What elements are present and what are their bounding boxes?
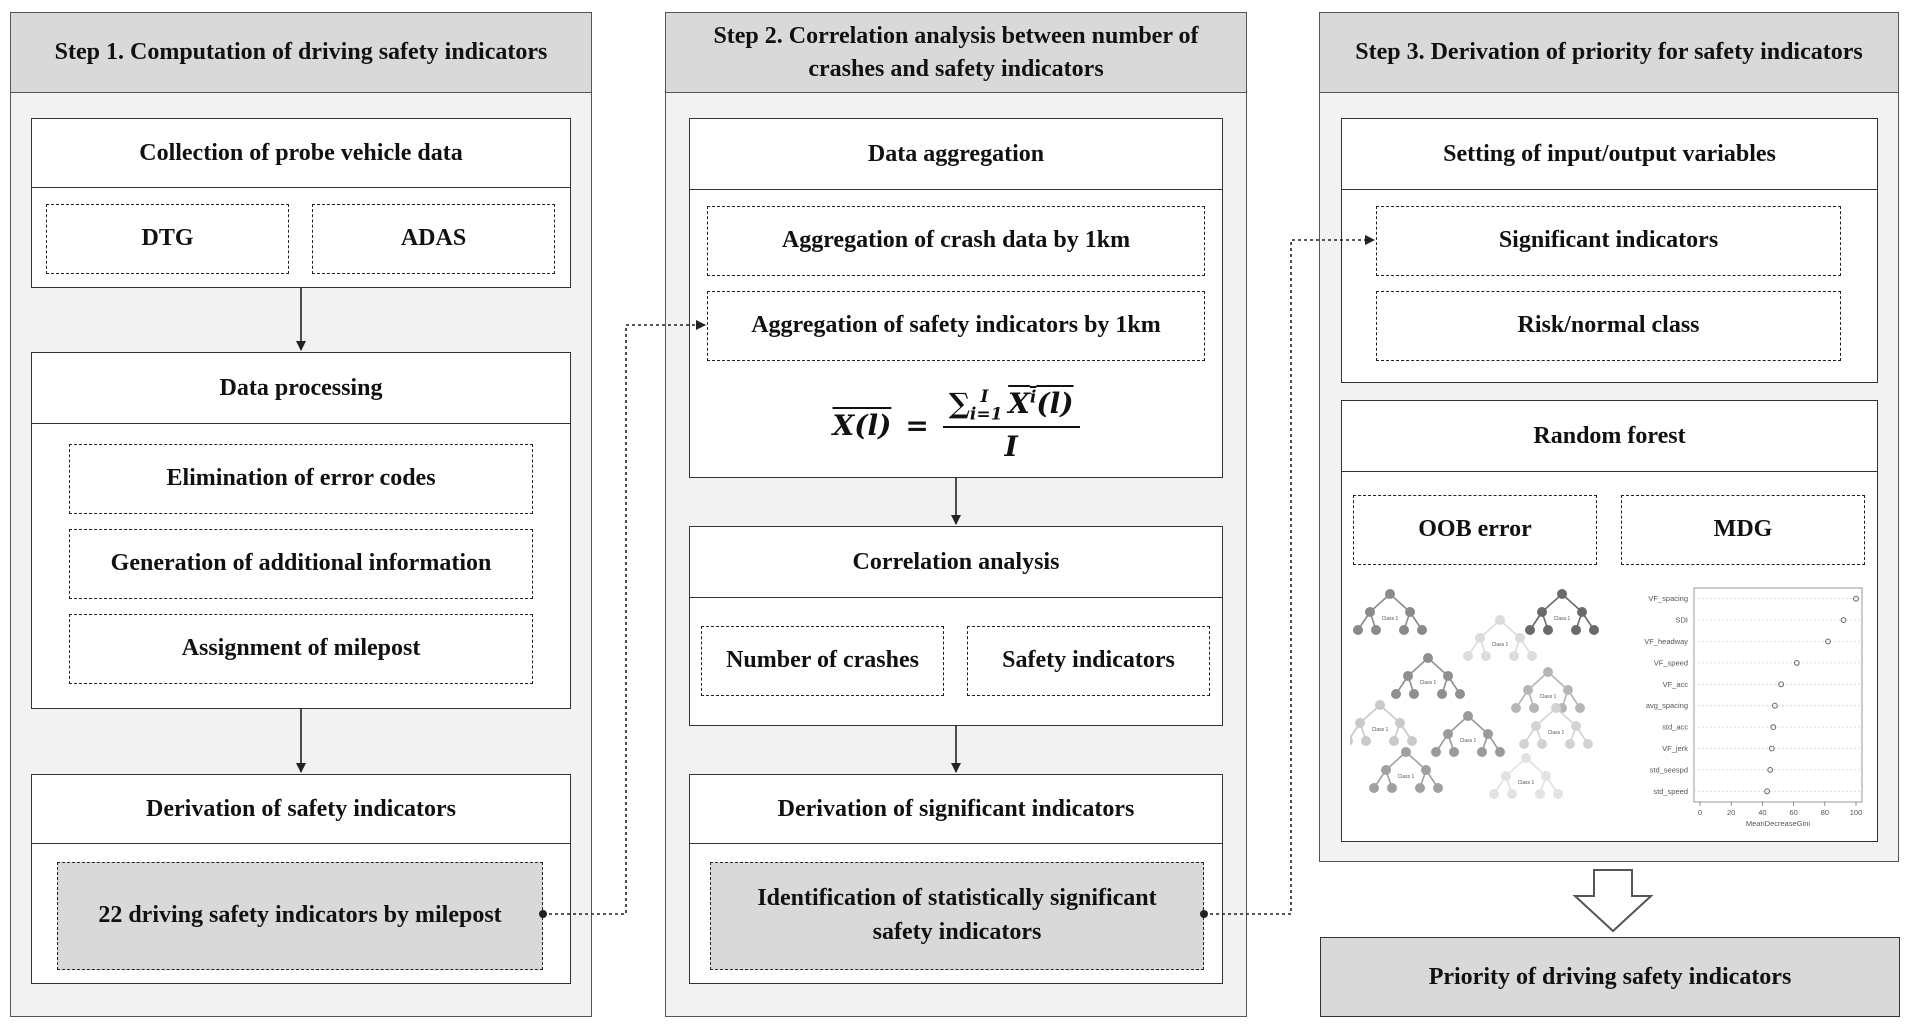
significant-title: Derivation of significant indicators xyxy=(690,775,1222,844)
formula-sum: ∑ xyxy=(948,386,970,420)
decision-tree-1: Class 1 xyxy=(1463,615,1537,661)
formula-term: Xi(l) xyxy=(1008,387,1073,420)
mdg-point xyxy=(1764,788,1770,795)
processing-title: Data processing xyxy=(32,353,570,424)
formula-term-sup: i xyxy=(1029,387,1037,408)
formula-fraction: ∑i=1I Xi(l) I xyxy=(942,386,1080,464)
crashes-box: Number of crashes xyxy=(701,626,944,696)
mdg-variable-label: VF_acc xyxy=(1663,680,1689,689)
aggregation-title: Data aggregation xyxy=(690,119,1222,190)
mdg-x-axis-label: MeanDecreaseGini xyxy=(1746,819,1811,828)
tree-class-label: Class 1 xyxy=(1554,616,1571,622)
tree-class-label: Class 1 xyxy=(1398,774,1415,780)
tree-class-label: Class 1 xyxy=(1460,738,1477,744)
step3-header: Step 3. Derivation of priority for safet… xyxy=(1319,12,1899,93)
decision-tree-0: Class 1 xyxy=(1353,589,1427,635)
tree-class-label: Class 1 xyxy=(1420,680,1437,686)
correlation-title: Correlation analysis xyxy=(690,527,1222,598)
random-forest-title: Random forest xyxy=(1342,401,1877,472)
tree-class-label: Class 1 xyxy=(1382,616,1399,622)
mdg-variable-label: VF_speed xyxy=(1654,658,1688,667)
mdg-variable-label: avg_spacing xyxy=(1646,701,1688,710)
indicator-aggregation-box: Aggregation of safety indicators by 1km xyxy=(707,291,1205,361)
decision-tree-5: Class 1 xyxy=(1350,700,1417,746)
generation-box: Generation of additional information xyxy=(69,529,533,599)
mdg-point xyxy=(1771,702,1778,709)
mdg-variable-label: SDI xyxy=(1675,616,1688,625)
significant-indicators-box: Significant indicators xyxy=(1376,206,1841,276)
mdg-tick-label: 0 xyxy=(1698,808,1702,817)
mdg-point xyxy=(1853,595,1859,602)
safety-indicators-box: Safety indicators xyxy=(967,626,1210,696)
mdg-box: MDG xyxy=(1621,495,1865,565)
mdg-plot-frame xyxy=(1693,587,1863,803)
tree-class-label: Class 1 xyxy=(1372,727,1389,733)
dtg-box: DTG xyxy=(46,204,289,274)
mdg-point xyxy=(1770,724,1777,731)
aggregation-formula: X(l) = ∑i=1I Xi(l) I xyxy=(689,375,1223,475)
mdg-point xyxy=(1825,638,1831,645)
elimination-box: Elimination of error codes xyxy=(69,444,533,514)
formula-denominator: I xyxy=(1004,430,1018,464)
tree-class-label: Class 1 xyxy=(1548,730,1565,736)
indicators-result-box: 22 driving safety indicators by milepost xyxy=(57,862,543,970)
mdg-tick-label: 20 xyxy=(1727,808,1735,817)
mdg-point xyxy=(1767,767,1774,773)
random-forest-trees-illustration: Class 1 Class 1 Class 1 Class 1 Class 1 Class… xyxy=(1350,589,1599,799)
mdg-variable-label: std_acc xyxy=(1662,723,1688,732)
variables-title: Setting of input/output variables xyxy=(1342,119,1877,190)
mdg-point xyxy=(1793,660,1800,666)
decision-tree-6: Class 1 xyxy=(1431,711,1505,757)
decision-tree-2: Class 1 xyxy=(1525,589,1599,635)
mdg-variable-label: std_speed xyxy=(1653,787,1688,796)
mdg-tick-label: 100 xyxy=(1850,808,1863,817)
significant-result-box: Identification of statistically signific… xyxy=(710,862,1204,970)
tree-class-label: Class 1 xyxy=(1518,780,1535,786)
decision-tree-9: Class 1 xyxy=(1489,753,1563,799)
mdg-variable-label: VF_jerk xyxy=(1662,744,1688,753)
decision-tree-7: Class 1 xyxy=(1519,703,1593,749)
formula-numerator: ∑i=1I Xi(l) xyxy=(942,386,1080,429)
derivation-title: Derivation of safety indicators xyxy=(32,775,570,844)
mdg-point xyxy=(1840,617,1847,623)
collection-title: Collection of probe vehicle data xyxy=(32,119,570,188)
tree-class-label: Class 1 xyxy=(1492,642,1509,648)
mdg-tick-label: 60 xyxy=(1789,808,1797,817)
formula-lhs: X(l) xyxy=(832,408,892,442)
mdg-point xyxy=(1768,745,1775,752)
formula-sum-sub: i=1 xyxy=(969,404,1003,425)
step2-header: Step 2. Correlation analysis between num… xyxy=(665,12,1247,93)
step1-header: Step 1. Computation of driving safety in… xyxy=(10,12,592,93)
mdg-tick-label: 80 xyxy=(1821,808,1829,817)
adas-box: ADAS xyxy=(312,204,555,274)
mdg-variable-label: VF_spacing xyxy=(1648,594,1688,603)
mdg-point xyxy=(1778,681,1785,688)
mdg-tick-label: 40 xyxy=(1758,808,1766,817)
formula-term-symbol: X xyxy=(1008,386,1030,420)
decision-tree-4: Class 1 xyxy=(1511,667,1585,713)
formula-equals: = xyxy=(905,408,929,442)
crash-aggregation-box: Aggregation of crash data by 1km xyxy=(707,206,1205,276)
final-priority-box: Priority of driving safety indicators xyxy=(1320,937,1900,1017)
down-arrow-icon xyxy=(1572,869,1654,933)
mdg-variable-label: std_seespd xyxy=(1650,765,1688,774)
decision-tree-8: Class 1 xyxy=(1369,747,1443,793)
formula-sum-sup: I xyxy=(980,387,989,408)
formula-term-arg: (l) xyxy=(1036,386,1074,420)
risk-class-box: Risk/normal class xyxy=(1376,291,1841,361)
oob-error-box: OOB error xyxy=(1353,495,1597,565)
decision-tree-3: Class 1 xyxy=(1391,653,1465,699)
mdg-variable-label: VF_headway xyxy=(1644,637,1688,646)
tree-class-label: Class 1 xyxy=(1540,694,1557,700)
milepost-box: Assignment of milepost xyxy=(69,614,533,684)
